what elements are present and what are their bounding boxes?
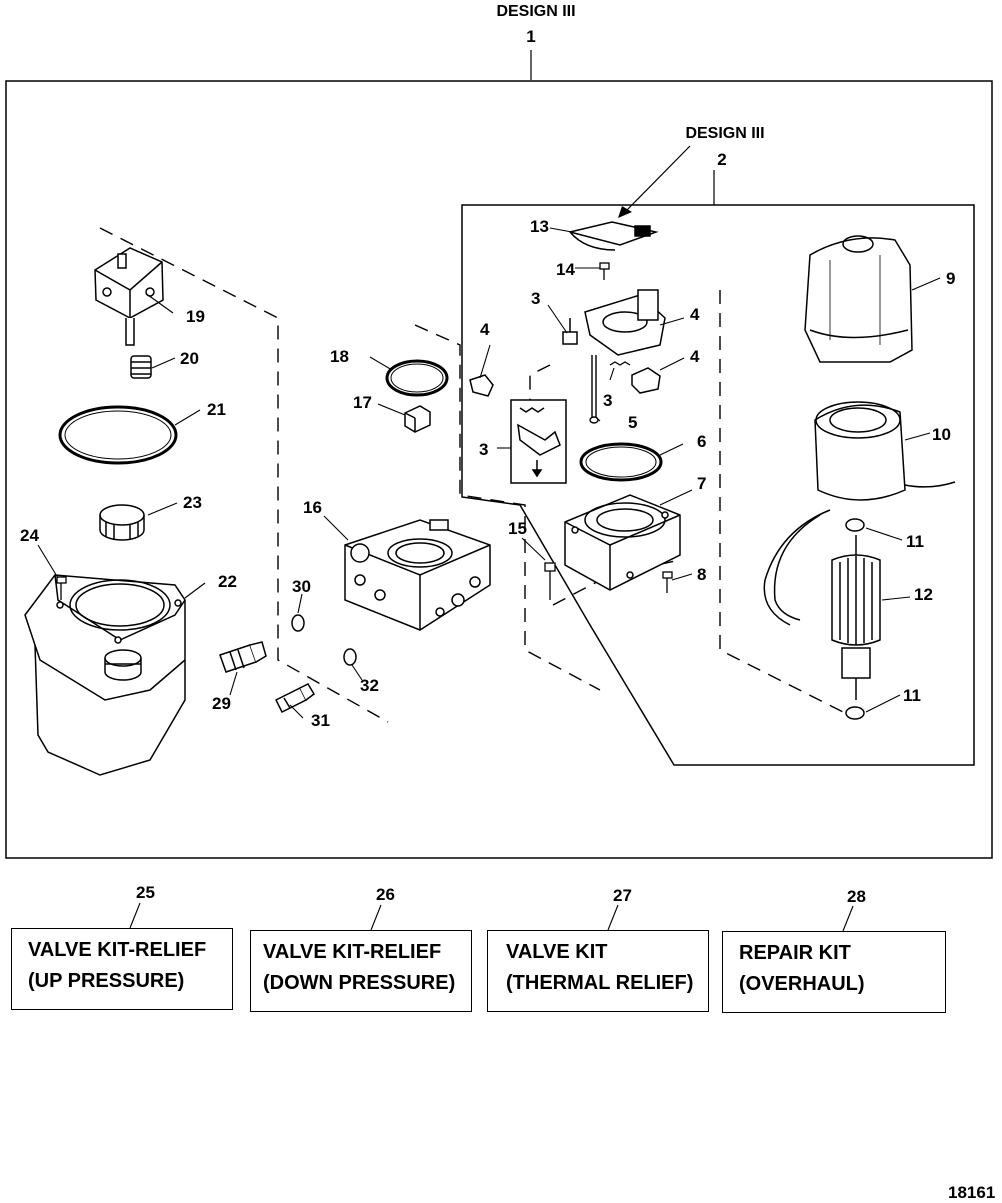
callout-21: 21 bbox=[207, 400, 226, 419]
part-6-o-ring bbox=[579, 442, 663, 482]
part-30-o-ring bbox=[291, 614, 305, 632]
part-13-thermal-switch bbox=[569, 221, 659, 251]
part-5-through-bolt bbox=[589, 355, 599, 424]
part-3-spring bbox=[609, 361, 631, 366]
callout-11: 11 bbox=[903, 686, 921, 705]
part-7-mount-plate bbox=[564, 494, 681, 591]
kit-box-up-pressure: VALVE KIT-RELIEF (UP PRESSURE) bbox=[11, 928, 233, 1010]
callout-10: 10 bbox=[932, 425, 951, 444]
motor-assembly-frame bbox=[461, 204, 975, 766]
kit-title: VALVE KIT-RELIEF bbox=[28, 939, 207, 961]
callout-17: 17 bbox=[353, 393, 372, 412]
part-16-pump-manifold bbox=[344, 519, 491, 631]
assembly-number-label: 1 bbox=[526, 27, 535, 46]
part-14-screw bbox=[599, 262, 610, 280]
callout-4: 4 bbox=[690, 305, 700, 324]
callout-18: 18 bbox=[330, 347, 349, 366]
kit-title: VALVE KIT-RELIEF bbox=[263, 941, 442, 963]
callout-leaders bbox=[37, 227, 941, 719]
kit-leaders bbox=[129, 902, 854, 932]
part-23-fill-cap bbox=[99, 504, 145, 541]
part-32-o-ring bbox=[343, 648, 357, 666]
part-18-o-ring bbox=[385, 359, 449, 397]
callout-23: 23 bbox=[183, 493, 202, 512]
callout-20: 20 bbox=[180, 349, 199, 368]
part-22-reservoir bbox=[24, 574, 186, 776]
callout-32: 32 bbox=[360, 676, 379, 695]
kit-subtitle: (OVERHAUL) bbox=[739, 973, 865, 995]
part-19-cover bbox=[94, 247, 164, 346]
part-4-brush-holder bbox=[584, 289, 666, 356]
motor-assembly-number: 2 bbox=[717, 150, 726, 169]
callout-15: 15 bbox=[508, 519, 527, 538]
kit-title: VALVE KIT bbox=[506, 941, 608, 963]
arrowhead bbox=[618, 206, 632, 218]
figure-number: 18161 bbox=[948, 1183, 996, 1202]
callout-7: 7 bbox=[697, 474, 706, 493]
callout-16: 16 bbox=[303, 498, 322, 517]
part-11-washer bbox=[845, 706, 865, 720]
callout-14: 14 bbox=[556, 260, 575, 279]
callout-22: 22 bbox=[218, 572, 237, 591]
callout-3: 3 bbox=[479, 440, 488, 459]
leader-line bbox=[624, 145, 691, 213]
part-17-valve bbox=[404, 405, 431, 433]
part-31-fitting bbox=[274, 683, 315, 714]
part-24-screw bbox=[56, 576, 67, 600]
part-4-brush-clip bbox=[469, 367, 661, 397]
callout-19: 19 bbox=[186, 307, 205, 326]
callout-9: 9 bbox=[946, 269, 955, 288]
callout-5: 5 bbox=[628, 413, 637, 432]
kit-number-25: 25 bbox=[136, 883, 155, 902]
kit-box-overhaul: REPAIR KIT (OVERHAUL) bbox=[722, 931, 946, 1013]
callout-29: 29 bbox=[212, 694, 231, 713]
kit-title: REPAIR KIT bbox=[739, 942, 851, 964]
kit-box-down-pressure: VALVE KIT-RELIEF (DOWN PRESSURE) bbox=[250, 930, 472, 1012]
kit-subtitle: (UP PRESSURE) bbox=[28, 970, 185, 992]
part-10-stator bbox=[763, 401, 956, 626]
callout-3: 3 bbox=[531, 289, 540, 308]
outer-assembly-frame bbox=[5, 80, 993, 859]
part-3-brush bbox=[562, 318, 578, 345]
brush-inset bbox=[510, 399, 567, 484]
design-label-top: DESIGN III bbox=[496, 3, 575, 20]
callout-30: 30 bbox=[292, 577, 311, 596]
kit-box-thermal-relief: VALVE KIT (THERMAL RELIEF) bbox=[487, 930, 709, 1012]
part-8-screw bbox=[662, 571, 673, 593]
part-15-bolt bbox=[544, 562, 556, 600]
kit-subtitle: (THERMAL RELIEF) bbox=[506, 972, 694, 994]
callout-11: 11 bbox=[906, 532, 924, 551]
callout-6: 6 bbox=[697, 432, 706, 451]
part-21-o-ring bbox=[58, 405, 178, 465]
alignment-lines bbox=[99, 227, 856, 723]
callout-31: 31 bbox=[311, 711, 330, 730]
part-29-fitting bbox=[219, 641, 267, 673]
kit-number-26: 26 bbox=[376, 885, 395, 904]
callout-3: 3 bbox=[603, 391, 612, 410]
callout-4: 4 bbox=[690, 347, 700, 366]
kit-number-27: 27 bbox=[613, 886, 632, 905]
part-11-washer bbox=[845, 518, 865, 532]
part-20-plug bbox=[130, 355, 152, 379]
kit-number-28: 28 bbox=[847, 887, 866, 906]
callout-8: 8 bbox=[697, 565, 706, 584]
part-12-armature bbox=[831, 535, 881, 700]
kit-subtitle: (DOWN PRESSURE) bbox=[263, 972, 456, 994]
callout-24: 24 bbox=[20, 526, 39, 545]
callout-4: 4 bbox=[480, 320, 490, 339]
part-9-motor-cover bbox=[804, 235, 913, 363]
callout-labels: 19 20 21 23 22 24 29 30 31 32 18 17 16 1… bbox=[20, 217, 955, 730]
callout-12: 12 bbox=[914, 585, 933, 604]
callout-13: 13 bbox=[530, 217, 549, 236]
design-label-inner: DESIGN III bbox=[685, 125, 764, 142]
